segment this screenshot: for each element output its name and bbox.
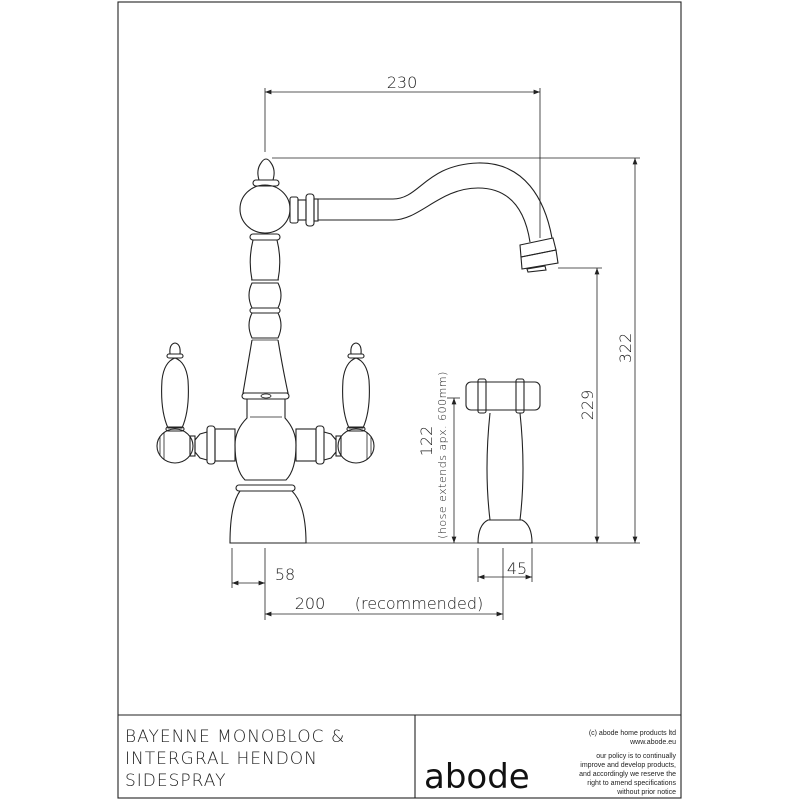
dimension-label: 122 — [417, 426, 436, 457]
website: www.abode.eu — [629, 739, 676, 746]
dimension-label: 200 — [295, 594, 326, 613]
dimension-45: 45 — [478, 559, 532, 580]
sidespray — [465, 378, 541, 544]
dimension-122: 122 (hose extends apx. 600mm) — [417, 371, 457, 543]
abode-logo: abode — [424, 757, 530, 797]
title-block: BAYENNE MONOBLOC & INTERGRAL HENDON SIDE… — [125, 727, 676, 797]
title-line-2: INTERGRAL HENDON — [125, 749, 318, 769]
policy-line: without prior notice — [616, 789, 676, 796]
policy-line: right to amend specifications — [587, 780, 676, 787]
dimension-label: 229 — [578, 390, 597, 421]
dimension-label: 58 — [275, 565, 295, 584]
centres-note: (recommended) — [355, 594, 483, 613]
dimension-200: 200 (recommended) — [265, 594, 503, 617]
policy-line: our policy is to continually — [596, 753, 676, 760]
dimension-label: 322 — [616, 333, 635, 364]
extension-lines — [231, 88, 640, 620]
dimension-230: 230 — [265, 73, 540, 95]
copyright: (c) abode home products ltd — [589, 730, 676, 737]
title-line-3: SIDESPRAY — [125, 771, 227, 791]
policy-line: and accordingly we reserve the — [579, 771, 676, 778]
dimension-58: 58 — [232, 565, 295, 586]
dimension-label: 230 — [387, 73, 418, 92]
dimension-label: 45 — [507, 559, 527, 578]
dimension-322: 322 — [616, 158, 638, 543]
monobloc-tap — [156, 158, 559, 544]
dimension-229: 229 — [578, 268, 600, 543]
title-line-1: BAYENNE MONOBLOC & — [125, 727, 345, 747]
hose-note: (hose extends apx. 600mm) — [436, 371, 449, 539]
drawing-frame — [117, 1, 682, 799]
policy-line: improve and develop products, — [580, 762, 676, 769]
